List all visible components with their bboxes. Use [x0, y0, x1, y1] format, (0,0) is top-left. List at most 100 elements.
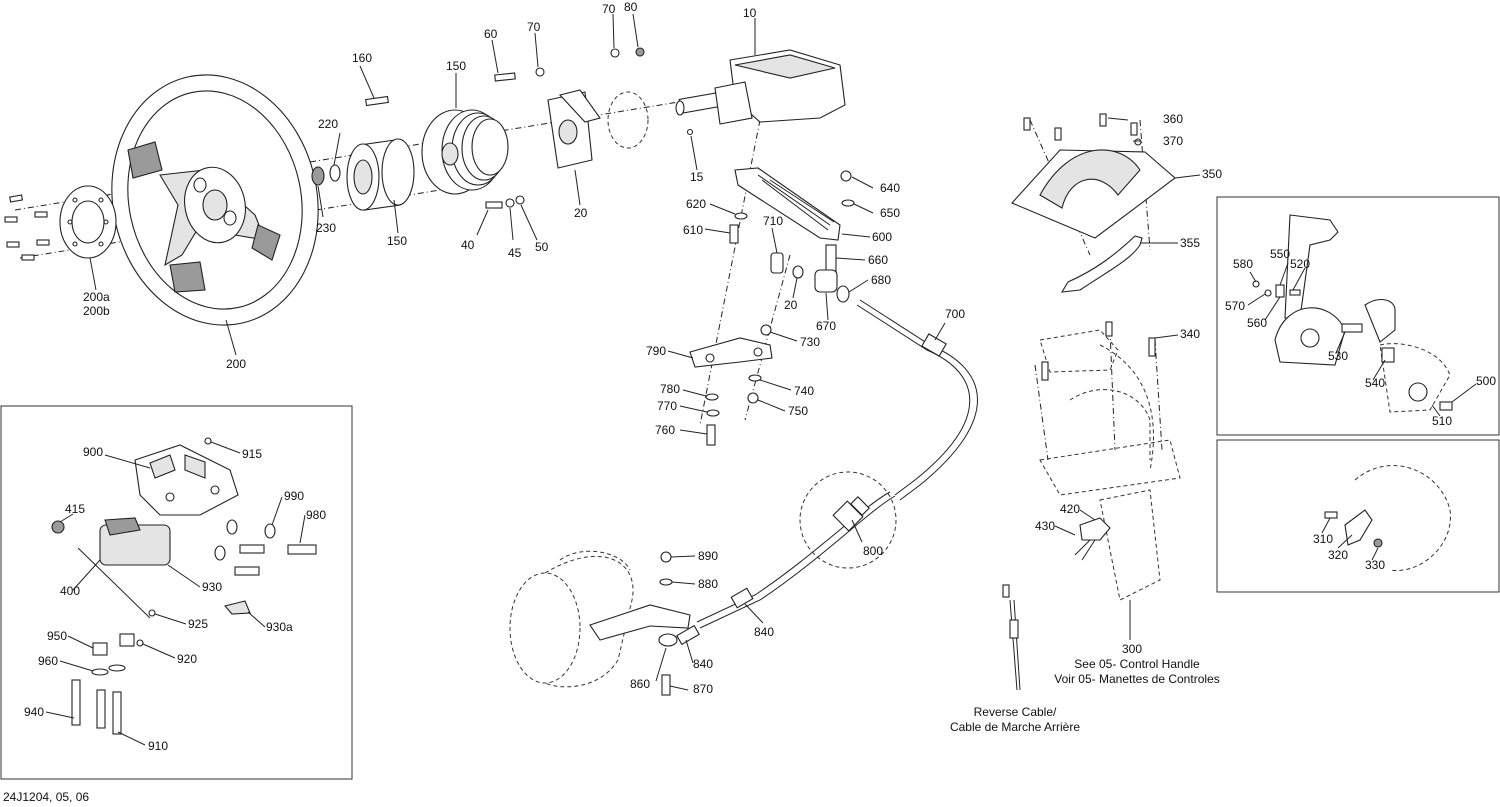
washer-50: [515, 195, 525, 205]
callout-640: 640: [880, 181, 900, 195]
callout-680: 680: [871, 273, 891, 287]
callout-840-rod-end: 840: [693, 657, 713, 671]
ball-joint-710: [770, 252, 784, 274]
bolt-980a: [239, 544, 265, 554]
inset-frame-bracket-detail: [1216, 439, 1500, 593]
callout-750: 750: [788, 404, 808, 418]
callout-150-adapter: 150: [446, 59, 466, 73]
callout-570: 570: [1225, 299, 1245, 313]
callout-200: 200: [226, 357, 246, 371]
callout-770: 770: [657, 399, 677, 413]
link-arm: [689, 337, 773, 368]
nut-230: [311, 166, 325, 186]
callout-320: 320: [1328, 548, 1348, 562]
callout-710: 710: [763, 214, 783, 228]
washer-960a: [91, 668, 109, 676]
washer-990c: [214, 545, 226, 561]
callout-300: 300: [1122, 642, 1142, 656]
washer-740: [748, 374, 762, 382]
callout-520: 520: [1290, 257, 1310, 271]
ghost-ring: [607, 91, 649, 149]
callout-930: 930: [202, 580, 222, 594]
note-reverse-cable-fr: Cable de Marche Arrière: [950, 720, 1080, 734]
callout-930a: 930a: [266, 620, 293, 634]
bolt-980b: [287, 544, 317, 555]
callout-150-hub: 150: [387, 234, 407, 248]
callout-990: 990: [284, 489, 304, 503]
callout-650: 650: [880, 206, 900, 220]
callout-580: 580: [1233, 257, 1253, 271]
callout-15: 15: [690, 170, 704, 184]
callout-80: 80: [624, 0, 638, 14]
screw-40: [485, 201, 503, 209]
hub-plate: [59, 185, 117, 259]
bolt-980c: [234, 566, 260, 576]
callout-220: 220: [318, 117, 338, 131]
steering-hub: [346, 138, 415, 211]
callout-400: 400: [60, 584, 80, 598]
mounting-bracket: [547, 89, 601, 169]
callout-310: 310: [1313, 532, 1333, 546]
callout-45: 45: [508, 246, 522, 260]
callout-925: 925: [188, 617, 208, 631]
callout-920: 920: [177, 652, 197, 666]
callout-330: 330: [1365, 558, 1385, 572]
note-control-handle-fr: Voir 05- Manettes de Controles: [1054, 672, 1219, 686]
callout-420: 420: [1060, 502, 1080, 516]
spacer-950b: [119, 633, 135, 647]
callout-550: 550: [1270, 247, 1290, 261]
callout-780: 780: [660, 382, 680, 396]
callout-510: 510: [1432, 414, 1452, 428]
inset-frame-sensor-assembly: [0, 405, 353, 780]
washer-650: [841, 199, 855, 207]
inset-frame-throttle-lever: [1216, 196, 1500, 436]
washer-220: [329, 164, 341, 182]
callout-230: 230: [316, 221, 336, 235]
washer-880: [659, 578, 673, 586]
nut-730: [760, 324, 772, 336]
stud-660: [825, 244, 837, 274]
callout-840-sleeve: 840: [754, 625, 774, 639]
shim-930a: [223, 600, 251, 615]
washer-680: [836, 285, 850, 303]
callout-660: 660: [868, 253, 888, 267]
callout-620: 620: [686, 197, 706, 211]
rod-end-840: [676, 624, 700, 646]
nut-890: [660, 551, 672, 563]
callout-415: 415: [65, 502, 85, 516]
steering-wheel: [111, 74, 319, 326]
callout-370: 370: [1163, 134, 1183, 148]
callout-200b: 200b: [83, 304, 110, 318]
cover-screws: [1023, 113, 1138, 141]
callout-950: 950: [47, 629, 67, 643]
callout-910: 910: [148, 739, 168, 753]
screw-610: [729, 224, 739, 244]
callout-915: 915: [242, 447, 262, 461]
callout-60: 60: [484, 27, 498, 41]
screw-870: [661, 674, 671, 696]
cable-fitting: [832, 496, 870, 532]
note-control-handle-en: See 05- Control Handle: [1074, 657, 1200, 671]
callout-700: 700: [945, 307, 965, 321]
sensor-detail: [104, 517, 141, 536]
reverse-cable: [1002, 584, 1021, 691]
callout-160: 160: [352, 51, 372, 65]
plate-screws: [4, 194, 50, 261]
callout-70-b: 70: [602, 2, 616, 16]
callout-350: 350: [1202, 167, 1222, 181]
callout-540: 540: [1365, 376, 1385, 390]
callout-430: 430: [1035, 519, 1055, 533]
screw-910b: [112, 691, 122, 735]
washer-960b: [108, 664, 126, 672]
nut-70a: [535, 67, 545, 77]
callout-500: 500: [1476, 374, 1496, 388]
callout-560: 560: [1247, 316, 1267, 330]
screw-910a: [96, 689, 106, 729]
callout-870: 870: [693, 682, 713, 696]
washer-370: [1134, 138, 1142, 146]
console-cover: [1011, 149, 1176, 239]
callout-900: 900: [83, 445, 103, 459]
callout-760: 760: [655, 423, 675, 437]
lever-small-parts: [1252, 280, 1363, 333]
